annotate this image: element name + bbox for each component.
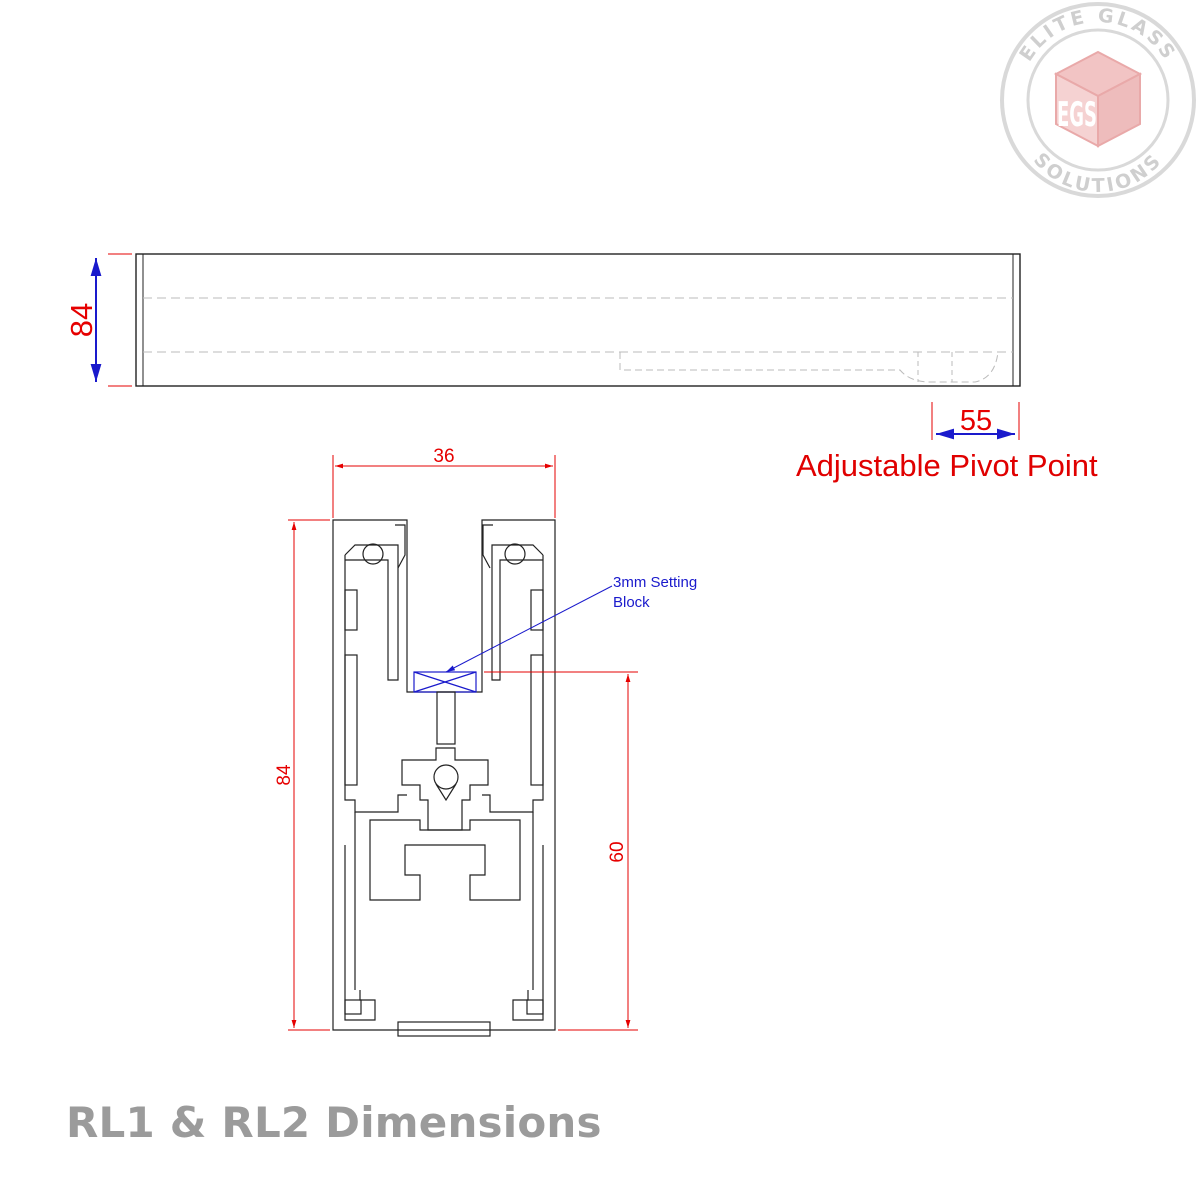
section-left-slot-a <box>344 589 358 631</box>
setting-block-callout: 3mm Setting Block <box>445 574 697 673</box>
section-left-screw-hole-icon <box>362 543 384 565</box>
section-lower-chamber <box>369 819 521 901</box>
section-pivot-head <box>401 747 489 831</box>
section-right-wall-inner <box>491 544 544 681</box>
section-left-foot <box>344 845 376 1021</box>
logo-inner-ring <box>1026 28 1170 172</box>
setting-block-cross-b <box>413 671 477 693</box>
section-right-chamber-lower <box>482 555 544 813</box>
section-right-screw-hole-icon <box>504 543 526 565</box>
elite-glass-logo: ELITE GLASS SOLUTIONS EGS <box>1000 2 1196 198</box>
pivot-offset-label: 55 <box>960 405 992 437</box>
logo-outer-ring <box>1000 2 1196 198</box>
section-right-slot-b <box>530 654 544 786</box>
section-pivot-socket-icon <box>433 764 459 790</box>
setting-block-label-line1: 3mm Setting <box>613 574 697 591</box>
side-view: 84 55 <box>64 253 1021 440</box>
side-view-outline <box>135 253 1021 387</box>
section-left-slot-b <box>344 654 358 786</box>
side-height-label: 84 <box>64 303 99 337</box>
section-base-gasket <box>397 1021 491 1037</box>
section-pivot-notch <box>435 783 457 802</box>
hidden-pivot-pocket <box>619 351 999 383</box>
section-right-slot-a <box>530 589 544 631</box>
logo-monogram: EGS <box>1057 95 1097 135</box>
pivot-caption: Adjustable Pivot Point <box>796 448 1098 483</box>
section-right-lip <box>482 524 493 569</box>
setting-block-label-line2: Block <box>613 594 650 611</box>
section-height-label: 84 <box>274 764 295 786</box>
section-left-lip <box>395 524 406 569</box>
glass-depth-label: 60 <box>607 841 628 862</box>
section-left-foot-slot <box>344 999 362 1015</box>
section-right-foot-slot <box>526 999 544 1015</box>
section-view <box>332 519 556 1037</box>
section-dimensions: 36 84 60 <box>274 446 638 1031</box>
section-outer-profile <box>332 519 556 1031</box>
section-left-wall-inner <box>344 544 399 681</box>
section-right-foot <box>512 845 544 1021</box>
page-title: RL1 & RL2 Dimensions <box>66 1098 602 1147</box>
logo-bottom-text: SOLUTIONS <box>1029 149 1167 197</box>
section-stem <box>436 691 456 745</box>
section-width-label: 36 <box>433 446 454 467</box>
logo-cube-icon: EGS <box>1053 50 1143 148</box>
setting-block-leader <box>445 585 613 673</box>
